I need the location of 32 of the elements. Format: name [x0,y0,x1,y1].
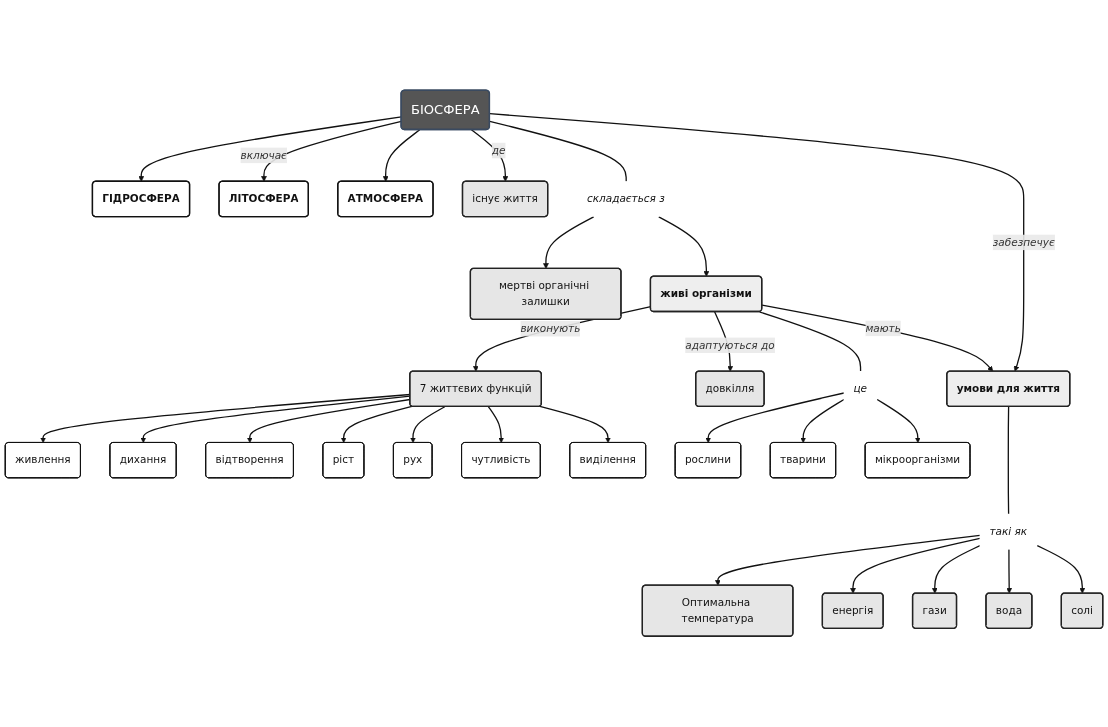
arrow [800,399,845,444]
edge-label: адаптуються до [685,338,775,352]
arrow [715,534,981,586]
connector [758,311,862,373]
edge-label: включає [240,149,287,162]
arrow [705,392,845,444]
arrow [382,129,421,183]
connector [1007,406,1010,516]
arrow [140,395,411,444]
edge-label: мають [865,322,901,335]
node-text: складається з [586,192,665,206]
node-text: такі як [989,525,1028,538]
arrow [543,216,595,270]
node-text: це [853,382,868,395]
arrow [1006,549,1013,594]
arrow [876,399,921,444]
arrow [539,406,611,444]
arrow [487,406,505,444]
arrow [761,304,994,372]
edge-label: де [491,144,506,157]
edge-label: виконують [520,322,581,335]
arrow [470,129,509,183]
arrow [40,394,411,444]
arrow [850,538,981,594]
arrow [246,399,411,444]
arrow [1036,545,1086,594]
arrow [410,406,446,444]
edge-label: забезпечує [992,236,1055,249]
arrow [931,545,981,594]
arrow [658,216,710,277]
connector [489,120,627,183]
arrow [340,406,413,444]
